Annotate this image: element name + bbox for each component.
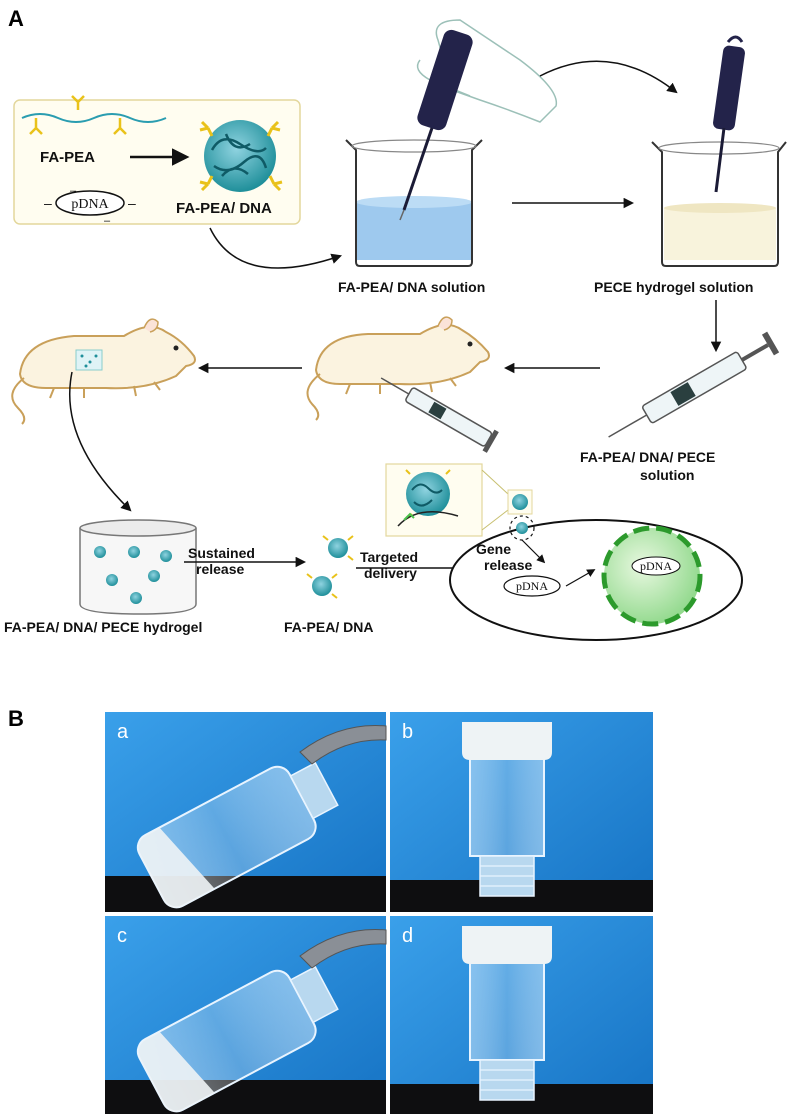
photo-a-tilted-vial-solution: a [105,712,387,912]
sustained-release-line1: Sustained [188,545,255,561]
panel-b-letter: B [8,706,24,731]
pdna-label: pDNA [71,197,109,212]
pdna-nucleus-label: pDNA [640,559,672,573]
receptor-binding-inset [385,463,533,537]
beaker-fa-pea-dna-solution [345,139,483,267]
mouse-hydrogel-depot-icon [11,318,196,425]
photo-d-label: d [402,925,413,947]
fa-pea-dna-pece-solution-line2: solution [640,467,694,483]
svg-text:–: – [70,185,77,197]
svg-text:–: – [104,215,111,227]
photo-c-label: c [117,925,127,947]
gene-release-line2: release [484,557,532,573]
panel-a-letter: A [8,6,24,31]
gene-release-line1: Gene [476,541,511,557]
fa-pea-dna-bottom-label: FA-PEA/ DNA [284,619,373,635]
pdna-cell-label: pDNA [516,579,548,593]
ligand-icon [29,95,127,135]
fa-pea-dna-box-label: FA-PEA/ DNA [176,200,272,217]
pipette-icon [713,35,745,193]
svg-text:–: – [128,195,136,211]
photo-d-inverted-vial-gel: d [390,916,653,1114]
photo-b-label: b [402,721,413,743]
gloved-hand-pipette-icon [399,19,558,221]
target-cell: pDNA pDNA [449,515,743,641]
sustained-release-line2: release [196,561,244,577]
syringe-icon [608,331,780,438]
beaker-pece-hydrogel-solution [651,141,787,267]
fa-pea-dna-pece-solution-line1: FA-PEA/ DNA/ PECE [580,449,715,465]
targeted-delivery-line2: delivery [364,565,417,581]
fa-pea-label: FA-PEA [40,149,95,166]
inset-complex-formation: FA-PEA pDNA – – – – FA-PEA/ DNA [13,95,301,227]
hydrogel-depot-cylinder [79,519,197,615]
pece-hydrogel-solution-label: PECE hydrogel solution [594,279,753,295]
svg-text:–: – [44,195,52,211]
fa-pea-dna-solution-label: FA-PEA/ DNA solution [338,279,485,295]
photo-b-inverted-vial-gel: b [390,712,653,912]
free-nanoparticles [306,535,354,599]
photo-a-label: a [117,721,129,743]
nanoparticle-icon [199,120,283,192]
nanoparticle-icon [94,546,172,604]
mouse-injection-icon [306,316,490,421]
photo-c-tilted-vial-solution: c [105,916,387,1114]
hydrogel-label: FA-PEA/ DNA/ PECE hydrogel [4,619,202,635]
targeted-delivery-line1: Targeted [360,549,418,565]
syringe-injecting-icon [380,377,499,453]
nucleus: pDNA [601,525,703,627]
